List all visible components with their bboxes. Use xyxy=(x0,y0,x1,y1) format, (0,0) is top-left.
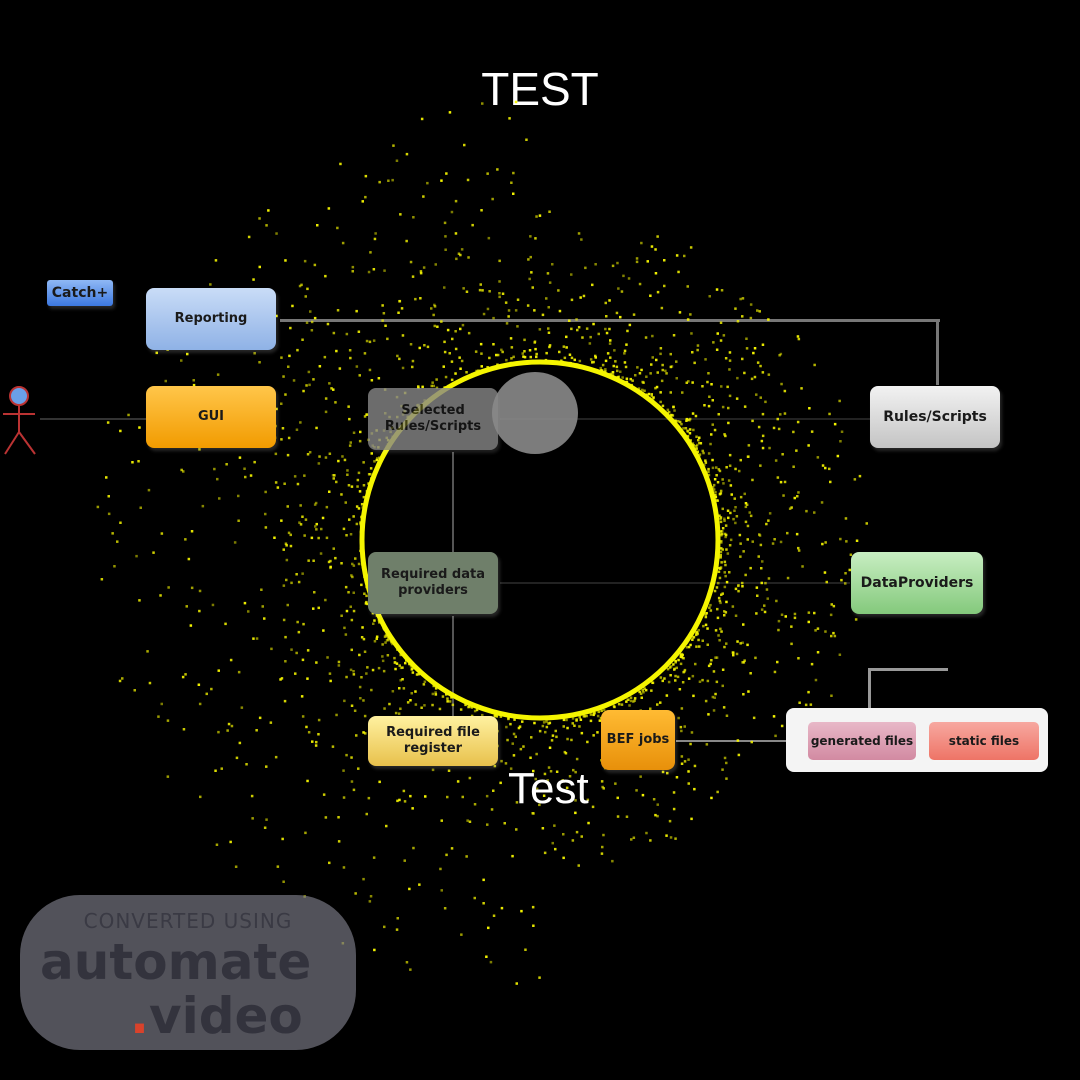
gui-node[interactable]: GUI xyxy=(146,386,276,448)
caption-text: Test xyxy=(508,764,589,813)
connector-line xyxy=(936,319,939,385)
catch-plus-label: Catch+ xyxy=(47,280,113,306)
watermark-dot: . xyxy=(130,987,149,1045)
connector-line xyxy=(676,740,786,742)
selected-rules-node[interactable]: Selected Rules/Scripts xyxy=(368,388,498,450)
particles xyxy=(96,100,870,985)
bef-jobs-node[interactable]: BEF jobs xyxy=(601,710,675,770)
static-files-node[interactable]: static files xyxy=(929,722,1039,760)
connector-line xyxy=(280,319,940,322)
rules-scripts-node[interactable]: Rules/Scripts xyxy=(870,386,1000,448)
connector-line xyxy=(40,418,146,420)
watermark-line2: automate xyxy=(40,933,312,991)
required-data-providers-node[interactable]: Required data providers xyxy=(368,552,498,614)
data-providers-node[interactable]: DataProviders xyxy=(851,552,983,614)
watermark-video: video xyxy=(149,987,303,1045)
connector-line xyxy=(500,418,870,420)
reporting-node[interactable]: Reporting xyxy=(146,288,276,350)
connector-line xyxy=(868,668,871,708)
required-file-register-node[interactable]: Required file register xyxy=(368,716,498,766)
watermark: CONVERTED USING automate .video xyxy=(20,895,356,1050)
connector-line xyxy=(452,616,454,716)
watermark-line3: .video xyxy=(130,987,303,1045)
connector-line xyxy=(868,668,948,671)
watermark-line1: CONVERTED USING xyxy=(83,909,293,933)
connector-line xyxy=(452,452,454,552)
generated-files-node[interactable]: generated files xyxy=(808,722,916,760)
page-title: TEST xyxy=(481,63,599,115)
grey-circle xyxy=(492,372,578,454)
connector-line xyxy=(500,582,850,584)
